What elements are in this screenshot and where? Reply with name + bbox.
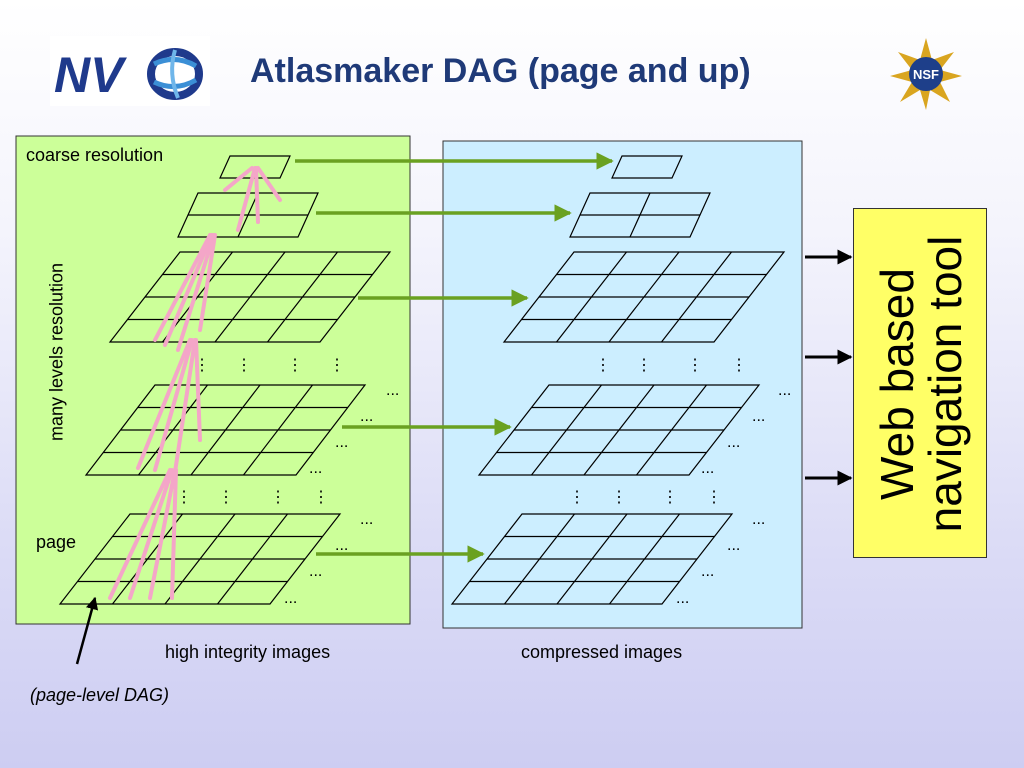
dag-edge: [173, 338, 197, 474]
vertical-ellipsis: ⋮: [329, 357, 345, 374]
web-navigation-tool-box: Web based navigation tool: [853, 208, 987, 558]
vertical-ellipsis: ⋮: [569, 489, 585, 506]
right-page-grid: [450, 513, 734, 605]
vertical-ellipsis: ⋮: [287, 357, 303, 374]
vertical-ellipsis: ⋮: [595, 357, 611, 374]
dag-edge: [108, 468, 172, 600]
ellipsis: ...: [752, 408, 765, 425]
dag-edge: [163, 233, 214, 347]
ellipsis: ...: [335, 434, 348, 451]
dag-edge: [136, 338, 192, 470]
page-level-dag-lines: [108, 166, 282, 600]
dag-edge: [148, 468, 177, 600]
right-level-3-grid: [502, 251, 786, 343]
right-level-1-grid: [611, 155, 683, 179]
ellipsis: ...: [752, 511, 765, 528]
dag-edge: [236, 166, 257, 232]
coarse-resolution-label: coarse resolution: [26, 145, 164, 165]
grid-line: [267, 251, 338, 343]
grid-line: [243, 384, 313, 476]
dag-edge: [254, 166, 260, 224]
page-level-dag-note: (page-level DAG): [30, 685, 170, 705]
grid-line: [636, 384, 707, 476]
right-level-4-grid: [477, 384, 761, 476]
vertical-ellipsis: ⋮: [662, 489, 678, 506]
ellipsis: ...: [778, 382, 791, 399]
vertical-ellipsis: ⋮: [706, 489, 722, 506]
ellipsis: ...: [701, 460, 714, 477]
nvo-logo-text: NV: [54, 47, 127, 103]
dag-edge: [170, 468, 178, 600]
page-dag-callout-arrow: [75, 596, 99, 665]
vertical-ellipsis: ⋮: [218, 489, 234, 506]
ellipsis: ...: [727, 434, 740, 451]
ellipsis: ...: [335, 537, 348, 554]
dag-edge: [128, 468, 174, 600]
ellipsis: ...: [360, 511, 373, 528]
dag-edge: [198, 233, 217, 332]
dag-edge: [194, 338, 202, 442]
ellipsis: ...: [309, 563, 322, 580]
vertical-ellipsis: ⋮: [270, 489, 286, 506]
ellipsis: ...: [386, 382, 399, 399]
web-tool-line2: navigation tool: [919, 235, 971, 533]
dag-edge: [176, 233, 216, 352]
nvo-logo: NV: [50, 36, 210, 106]
right-level-2-grid: [569, 192, 711, 238]
ellipsis-marks: ........................................…: [176, 357, 791, 607]
many-levels-label: many levels resolution: [46, 262, 67, 442]
dag-edge: [223, 166, 254, 192]
ellipsis: ...: [284, 590, 297, 607]
vertical-ellipsis: ⋮: [313, 489, 329, 506]
slide-title: Atlasmaker DAG (page and up): [250, 52, 751, 90]
left-level-3-grid: [108, 251, 392, 343]
ellipsis: ...: [309, 460, 322, 477]
grid-line: [661, 251, 732, 343]
web-navigation-tool-label: Web based navigation tool: [871, 235, 971, 533]
high-integrity-caption: high integrity images: [165, 642, 331, 662]
vertical-ellipsis: ⋮: [611, 489, 627, 506]
vertical-ellipsis: ⋮: [236, 357, 252, 374]
nsf-logo-text: NSF: [913, 67, 939, 82]
vertical-ellipsis: ⋮: [194, 357, 210, 374]
dag-edge: [153, 338, 194, 472]
grid-outline: [611, 155, 683, 179]
ellipsis: ...: [676, 590, 689, 607]
grid-line: [609, 513, 680, 605]
ellipsis: ...: [727, 537, 740, 554]
vertical-ellipsis: ⋮: [687, 357, 703, 374]
dag-edge: [153, 233, 212, 342]
left-level-2-grid: [177, 192, 319, 238]
resolution-grids: [58, 155, 786, 605]
vertical-ellipsis: ⋮: [636, 357, 652, 374]
dag-edge: [256, 166, 282, 202]
grid-line: [217, 513, 288, 605]
ellipsis: ...: [360, 408, 373, 425]
ellipsis: ...: [701, 563, 714, 580]
left-page-grid: [58, 513, 342, 605]
vertical-ellipsis: ⋮: [731, 357, 747, 374]
page-label: page: [36, 532, 77, 552]
compression-arrows: [295, 152, 614, 563]
nsf-logo: NSF: [890, 38, 962, 110]
compressed-caption: compressed images: [521, 642, 683, 662]
web-tool-line1: Web based: [871, 268, 923, 500]
vertical-ellipsis: ⋮: [176, 489, 192, 506]
